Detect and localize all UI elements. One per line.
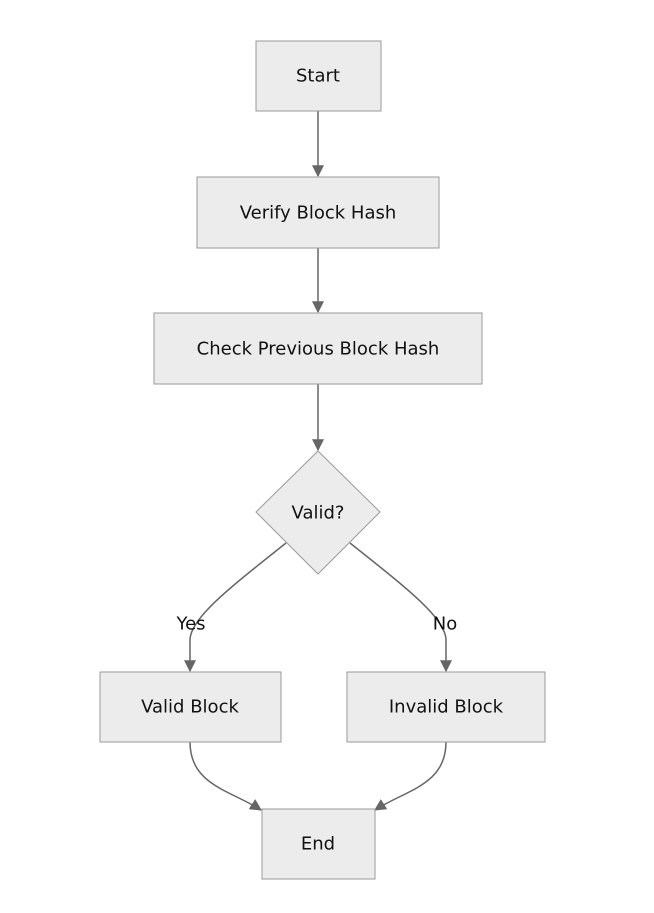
node-invalid-label: Invalid Block <box>389 697 504 718</box>
node-invalid-block: Invalid Block <box>346 671 546 743</box>
edge-label-yes: Yes <box>175 614 205 635</box>
node-valid-label: Valid Block <box>141 697 239 718</box>
edge-valid-end <box>189 741 263 811</box>
edge-decision-valid <box>184 542 287 673</box>
node-start: Start <box>255 40 382 112</box>
edge-invalid-end <box>373 741 447 811</box>
node-end-label: End <box>301 834 335 855</box>
node-decision-valid: Valid? <box>255 450 381 575</box>
node-decision-label: Valid? <box>292 503 345 524</box>
node-check-label: Check Previous Block Hash <box>197 339 440 360</box>
edge-decision-invalid <box>349 542 452 673</box>
node-start-label: Start <box>296 66 340 87</box>
node-verify-label: Verify Block Hash <box>240 203 397 224</box>
node-verify-block-hash: Verify Block Hash <box>196 176 440 249</box>
node-end: End <box>261 808 376 880</box>
node-check-previous-block-hash: Check Previous Block Hash <box>153 312 483 385</box>
edge-label-no: No <box>433 614 457 635</box>
node-valid-block: Valid Block <box>99 671 282 743</box>
